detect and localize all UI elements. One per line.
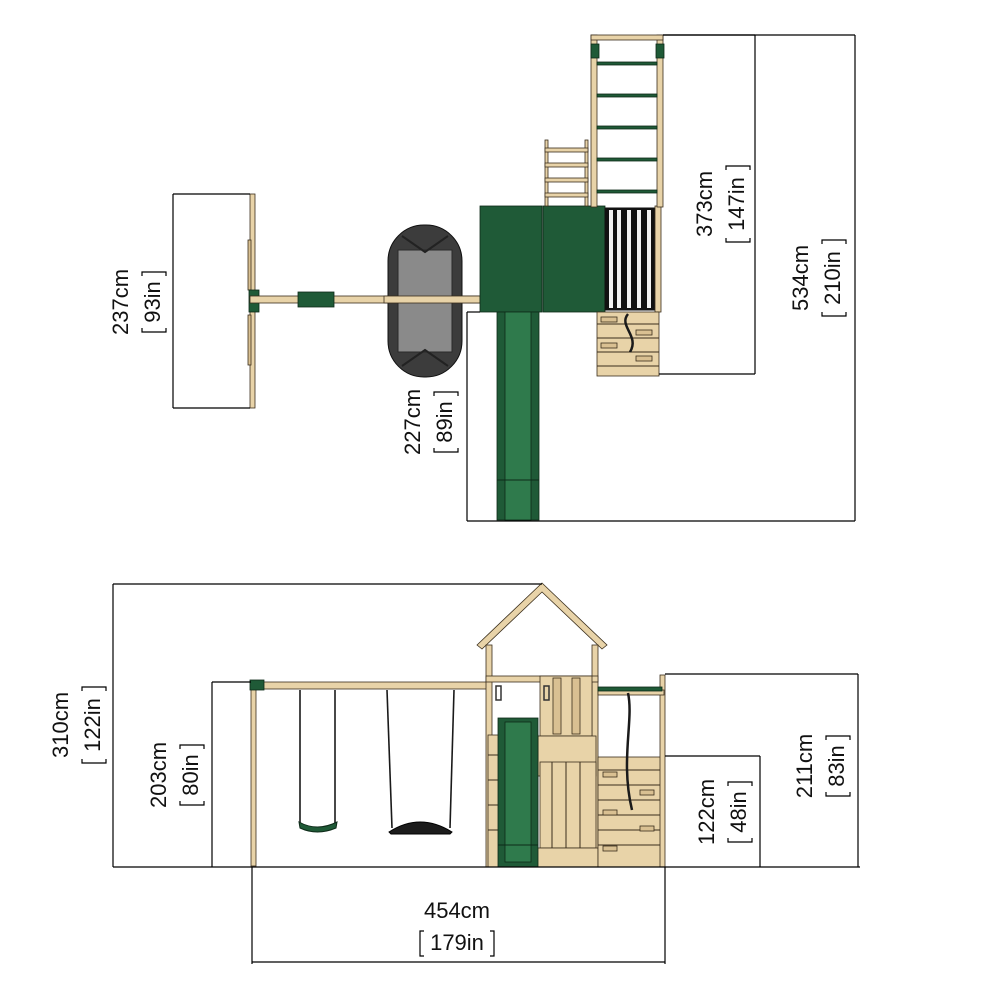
dimension-overall-depth: 534cm 210in [541, 34, 856, 522]
dimension-label-in: 89in [432, 401, 457, 443]
top-view: 237cm 93in 227cm 89in [108, 34, 856, 522]
slide-top [496, 311, 540, 521]
dimension-slide-length: 227cm 89in [400, 311, 541, 522]
dimension-label-in: 122in [80, 698, 105, 752]
dimension-label-in: 147in [724, 177, 749, 231]
dimension-total-height: 310cm 122in [48, 583, 542, 867]
climbing-wall-side [597, 674, 666, 868]
ladder-top [544, 139, 589, 207]
dimension-label-in: 210in [820, 251, 845, 305]
climbing-wall-top [596, 311, 660, 377]
slide-side [497, 717, 539, 868]
dimension-label-cm: 122cm [694, 779, 719, 845]
dimension-label-cm: 227cm [400, 389, 425, 455]
belt-swing-top [297, 291, 335, 308]
dimension-label-cm: 237cm [108, 269, 133, 335]
dimension-label-cm: 534cm [788, 245, 813, 311]
dimension-monkey-bar-height: 211cm 83in [665, 673, 859, 867]
monkey-bars-top [590, 34, 665, 208]
belt-swing-side [298, 690, 338, 833]
dimension-swing-beam-height: 203cm 80in [146, 681, 251, 867]
dimension-label-cm: 211cm [792, 734, 817, 798]
dimension-label-cm: 203cm [146, 742, 171, 808]
dimension-label-cm: 373cm [692, 171, 717, 237]
dimension-monkey-bar-length: 373cm 147in [659, 34, 756, 375]
dimension-label-in: 179in [430, 930, 484, 955]
dimension-label-cm: 454cm [424, 898, 490, 923]
deck-top [604, 205, 662, 313]
dimension-label-in: 93in [140, 281, 165, 323]
dimension-label-cm: 310cm [48, 692, 73, 758]
nest-swing-side [386, 689, 455, 835]
tower-roof-top [479, 205, 606, 313]
dimension-platform-height: 122cm 48in [665, 755, 761, 867]
dimension-label-in: 48in [726, 791, 751, 833]
swing-beam-side [250, 681, 490, 690]
nest-swing-top [383, 224, 481, 378]
swing-frame-leg [250, 682, 257, 867]
dimension-label-in: 83in [824, 745, 849, 787]
dimension-label-in: 80in [178, 754, 203, 796]
tower-side [476, 582, 608, 868]
dimension-swing-frame-width: 237cm 93in [108, 193, 250, 409]
dimension-overall-width: 454cm 179in [251, 867, 666, 964]
side-view: 310cm 122in 203cm 80in 122cm [48, 582, 860, 964]
